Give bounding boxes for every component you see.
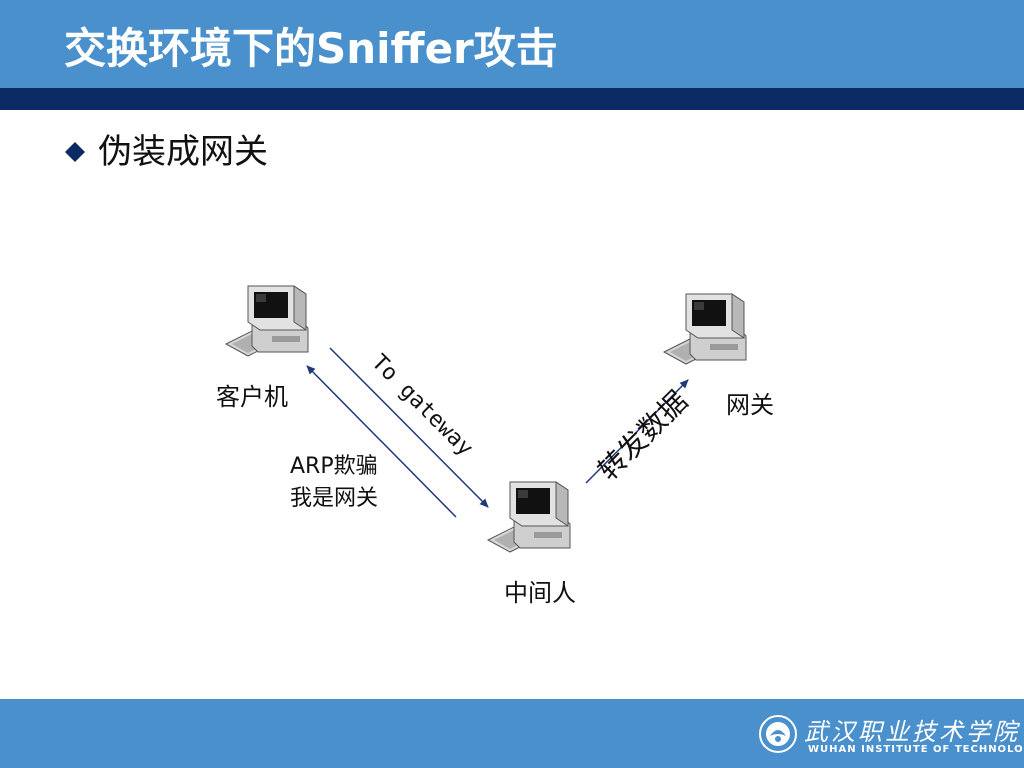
school-name-en: WUHAN INSTITUTE OF TECHNOLOGY [808, 744, 1024, 755]
gateway-computer-icon [663, 293, 747, 365]
mitm-label: 中间人 [504, 579, 576, 607]
school-name-cn: 武汉职业技术学院 [804, 718, 1020, 746]
gateway-label: 网关 [726, 391, 774, 419]
bullet-text: 伪装成网关 [98, 132, 268, 172]
arrow-arp-spoof [306, 365, 457, 518]
school-seal-icon [759, 715, 797, 753]
slide-title: 交换环境下的Sniffer攻击 [64, 24, 558, 73]
header-band [0, 0, 1024, 88]
mitm-computer-icon [487, 481, 571, 553]
client-label: 客户机 [216, 383, 288, 411]
arrow-to-gateway [329, 347, 489, 508]
client-computer-icon [225, 285, 309, 357]
school-logo: 武汉职业技术学院 WUHAN INSTITUTE OF TECHNOLOGY [758, 706, 1024, 762]
footer-band [0, 699, 1024, 768]
arrow-forward-data [585, 379, 689, 484]
header-rule [0, 88, 1024, 110]
diamond-bullet-icon [65, 142, 85, 162]
bullet-item: 伪装成网关 [64, 130, 268, 174]
arp-spoof-label-line2: 我是网关 [290, 486, 379, 511]
arp-spoof-label-line1: ARP欺骗 [290, 454, 378, 479]
